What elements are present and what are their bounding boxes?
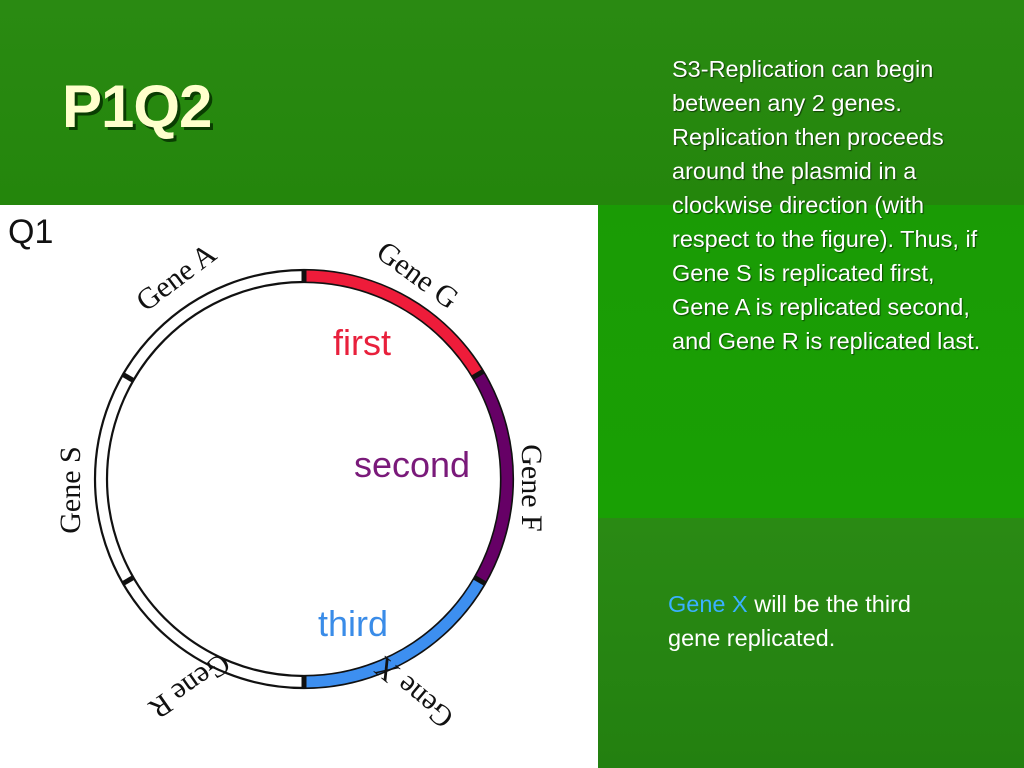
tick-f-x (473, 575, 487, 586)
explanation-text: S3-Replication can begin between any 2 g… (672, 56, 981, 354)
answer-highlight: Gene X (668, 591, 748, 617)
order-label-second: second (354, 444, 470, 485)
header-band (0, 0, 1024, 205)
gene-s-label: Gene S (54, 446, 87, 533)
order-label-first: first (333, 322, 391, 363)
segment-second-gene-f (473, 371, 513, 584)
slide-title: P1Q2 (62, 73, 212, 140)
tick-r-s (121, 575, 135, 586)
tick-g-f (471, 369, 485, 380)
segment-first-gene-g (303, 270, 483, 378)
order-label-third: third (318, 603, 388, 644)
segment-third-gene-x (303, 577, 485, 688)
tick-s-a (121, 372, 135, 383)
plasmid-figure-panel: Q1 Gene A Gene G Gene F Gene X Gene R Ge… (0, 205, 598, 768)
gene-r-label: Gene R (143, 646, 236, 725)
gene-boundary-ticks (121, 270, 487, 688)
gene-x-label: Gene X (368, 650, 460, 735)
answer-band (598, 518, 1024, 768)
gene-f-label: Gene F (515, 444, 548, 531)
answer-text: Gene X will be the third gene replicated… (668, 587, 928, 655)
figure-label: Q1 (8, 213, 53, 251)
explanation-band (598, 205, 1024, 518)
answer-rest: will be the third gene replicated. (668, 591, 911, 651)
plasmid-diagram: Q1 Gene A Gene G Gene F Gene X Gene R Ge… (8, 213, 548, 735)
